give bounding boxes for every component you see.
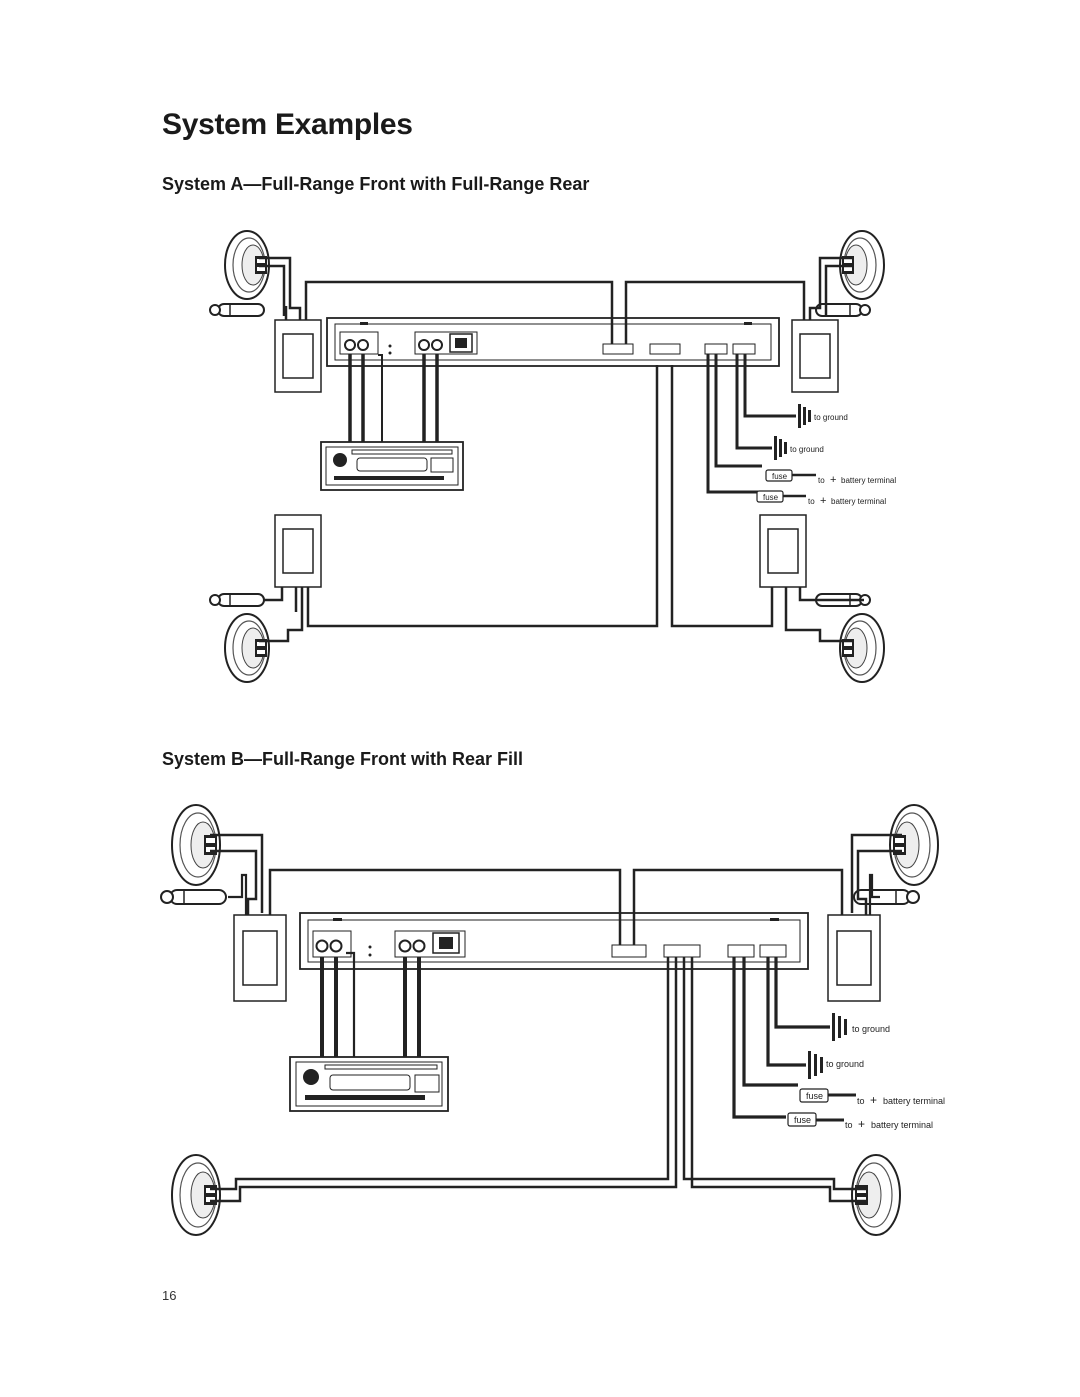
wiring-diagram-system-a: to ground to ground fuse fuse to + batte… bbox=[209, 230, 896, 683]
fuse-icon bbox=[765, 469, 816, 482]
ground-label: to ground bbox=[790, 445, 824, 454]
rear-left-crossover-icon bbox=[274, 514, 322, 588]
battery-label: battery terminal bbox=[883, 1096, 945, 1106]
front-speaker-wires bbox=[259, 256, 852, 344]
rca-cables bbox=[348, 354, 439, 442]
ground-label: to ground bbox=[826, 1059, 864, 1069]
front-right-tweeter-icon bbox=[815, 303, 871, 317]
battery-label: battery terminal bbox=[871, 1120, 933, 1130]
power-ground-wires bbox=[706, 354, 796, 494]
rear-speaker-wires bbox=[210, 957, 866, 1203]
ground-symbol-icon bbox=[808, 1051, 823, 1079]
fuse-icon bbox=[756, 490, 806, 503]
plus-sign: + bbox=[870, 1093, 877, 1107]
front-right-speaker-icon bbox=[889, 804, 939, 886]
fuse-label: fuse bbox=[772, 472, 788, 481]
ground-label: to ground bbox=[814, 413, 848, 422]
power-ground-wires bbox=[732, 957, 830, 1119]
front-right-tweeter-icon bbox=[853, 889, 920, 905]
rear-left-tweeter-icon bbox=[209, 593, 265, 607]
ground-symbol-icon bbox=[832, 1013, 847, 1041]
rear-right-crossover-icon bbox=[759, 514, 807, 588]
battery-label-prefix: to bbox=[845, 1120, 853, 1130]
rca-cables bbox=[320, 951, 421, 1057]
front-right-crossover-icon bbox=[791, 319, 839, 393]
ground-label: to ground bbox=[852, 1024, 890, 1034]
plus-sign: + bbox=[830, 474, 836, 486]
amplifier-icon bbox=[299, 912, 809, 970]
battery-label-prefix: to bbox=[857, 1096, 865, 1106]
amplifier-icon bbox=[326, 317, 780, 367]
fuse-label: fuse bbox=[794, 1115, 811, 1125]
rear-right-speaker-icon bbox=[851, 1154, 901, 1236]
rear-left-speaker-icon bbox=[224, 613, 270, 683]
front-left-speaker-icon bbox=[171, 804, 221, 886]
battery-label-prefix: to bbox=[808, 497, 815, 506]
battery-label: battery terminal bbox=[831, 497, 886, 506]
rear-speaker-wires bbox=[259, 365, 864, 643]
plus-sign: + bbox=[858, 1117, 865, 1131]
fuse-icon bbox=[799, 1088, 856, 1103]
rear-left-speaker-icon bbox=[171, 1154, 221, 1236]
wiring-diagram-system-b: to ground to ground fuse fuse to + batte… bbox=[160, 804, 945, 1236]
front-left-tweeter-icon bbox=[160, 889, 227, 905]
rear-right-speaker-icon bbox=[839, 613, 885, 683]
page-title: System Examples bbox=[162, 108, 413, 141]
fuse-label: fuse bbox=[806, 1091, 823, 1101]
ground-symbol-icon bbox=[798, 404, 811, 428]
front-right-crossover-icon bbox=[827, 914, 881, 1002]
front-left-tweeter-icon bbox=[209, 303, 265, 317]
head-unit-icon bbox=[320, 441, 464, 491]
section-title-system-b: System B—Full-Range Front with Rear Fill bbox=[162, 749, 524, 769]
section-title-system-a: System A—Full-Range Front with Full-Rang… bbox=[162, 174, 590, 194]
page-number: 16 bbox=[162, 1288, 177, 1303]
front-left-crossover-icon bbox=[274, 319, 322, 393]
head-unit-icon bbox=[289, 1056, 449, 1112]
fuse-label: fuse bbox=[763, 493, 779, 502]
battery-label-prefix: to bbox=[818, 476, 825, 485]
battery-label: battery terminal bbox=[841, 476, 896, 485]
front-speaker-wires bbox=[210, 833, 902, 945]
front-left-crossover-icon bbox=[233, 914, 287, 1002]
plus-sign: + bbox=[820, 495, 826, 507]
ground-symbol-icon bbox=[774, 436, 787, 460]
fuse-icon bbox=[787, 1112, 844, 1127]
